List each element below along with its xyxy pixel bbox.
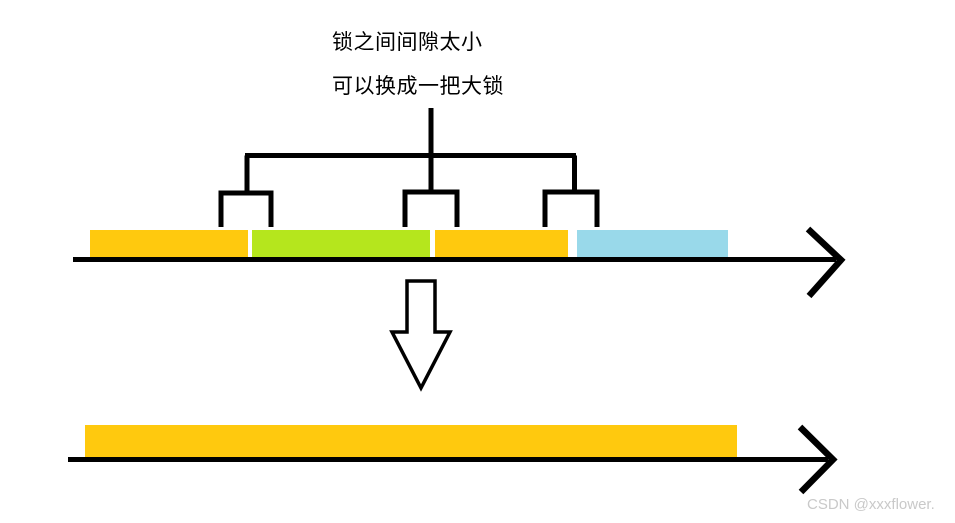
caption-line-2: 可以换成一把大锁	[332, 75, 504, 98]
merged-lock-segment	[85, 425, 737, 458]
caption-connector-lines	[244, 108, 577, 193]
gap-bracket-center	[402, 189, 460, 227]
watermark: CSDN @xxxflower.	[807, 496, 935, 513]
timeline-before-arrowhead-icon	[805, 226, 846, 299]
lock-segment-3	[435, 230, 568, 258]
transform-down-arrow-icon	[389, 279, 453, 392]
lock-segment-4	[577, 230, 728, 258]
gap-bracket-left	[218, 190, 274, 227]
timeline-after-arrowhead-icon	[797, 424, 838, 495]
lock-segment-1	[90, 230, 248, 258]
gap-bracket-right	[542, 189, 600, 227]
lock-segment-2	[252, 230, 430, 258]
caption-line-1: 锁之间间隙太小	[332, 31, 483, 54]
